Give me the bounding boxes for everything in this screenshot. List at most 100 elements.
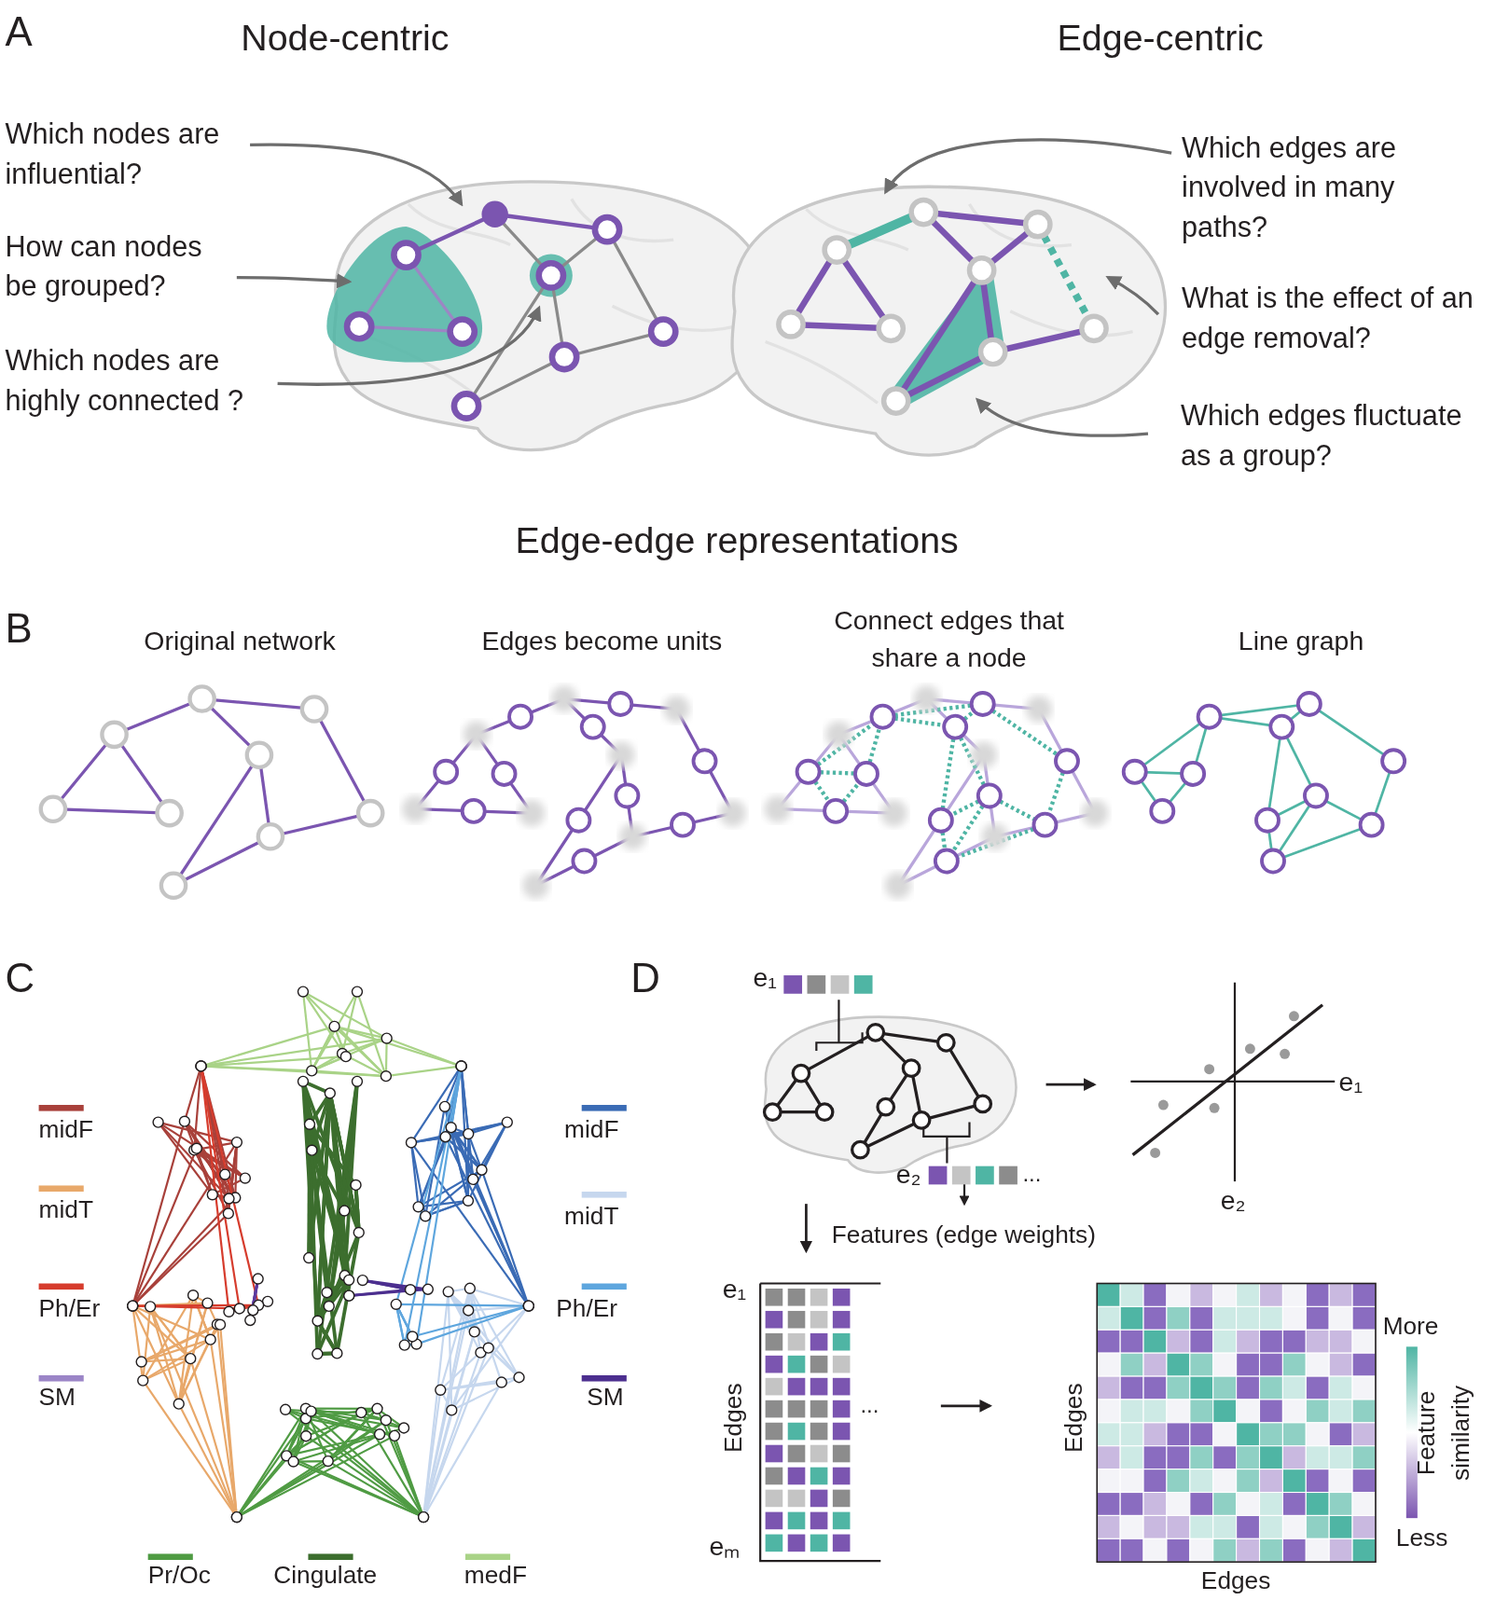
node [501, 1117, 513, 1128]
label: Which nodes are influential? [4, 114, 250, 195]
matrix-cell [1190, 1469, 1214, 1494]
feature-network [764, 999, 992, 1205]
node [418, 1512, 430, 1523]
node [301, 1431, 312, 1442]
matrix-cell [1213, 1399, 1237, 1424]
stroke [445, 1136, 529, 1306]
node [220, 1169, 231, 1180]
matrix-cell [1213, 1284, 1237, 1308]
node [551, 685, 578, 712]
node [222, 1208, 234, 1219]
matrix-frame [1096, 1284, 1376, 1564]
node [280, 1404, 291, 1415]
matrix-cell [1282, 1284, 1306, 1308]
feature-cell [810, 1423, 829, 1441]
node [353, 1227, 364, 1238]
stroke [386, 1065, 462, 1077]
node [380, 1071, 391, 1082]
stroke [285, 1410, 424, 1518]
node [245, 1315, 256, 1327]
stroke [270, 813, 371, 837]
matrix-cell [1213, 1493, 1237, 1517]
matrix-cell [1305, 1446, 1329, 1470]
matrix-cell [1328, 1538, 1353, 1563]
node [513, 1372, 525, 1384]
node [522, 872, 549, 900]
matrix-cell [1328, 1329, 1353, 1354]
stroke [404, 1065, 462, 1345]
stroke [286, 1412, 361, 1456]
matrix-cell [1120, 1493, 1144, 1517]
node [322, 1456, 333, 1468]
label: Edges become units [481, 622, 722, 660]
feature-cell [788, 1423, 806, 1441]
stroke [1038, 708, 1095, 814]
feature-cell [832, 1512, 851, 1531]
matrix-cell [1259, 1284, 1284, 1308]
label: e₂ [896, 1156, 922, 1194]
label: Node-centric [240, 12, 449, 64]
node [215, 1319, 226, 1330]
stroke [201, 1065, 313, 1071]
matrix-cell [1166, 1538, 1191, 1563]
matrix-cell [1120, 1376, 1144, 1400]
stroke [898, 836, 996, 886]
label: Which edges fluctuate as a group? [1180, 396, 1493, 477]
brain-network [127, 986, 534, 1523]
label: What is the effect of an edge removal? [1181, 278, 1483, 360]
matrix-cell [1166, 1284, 1191, 1308]
matrix-cell [1259, 1423, 1284, 1447]
matrix-cell [1282, 1306, 1306, 1330]
matrix-cell [1282, 1515, 1306, 1539]
node [1382, 749, 1405, 773]
matrix-cell [1143, 1306, 1167, 1330]
node [136, 1356, 147, 1368]
matrix-cell [1096, 1399, 1121, 1424]
node [205, 1334, 216, 1345]
feature-cell [810, 1400, 829, 1419]
feature-cell [788, 1311, 806, 1329]
matrix-cell [1120, 1399, 1144, 1424]
node [463, 1129, 474, 1140]
label: e₂ [1220, 1181, 1246, 1219]
matrix-cell [1259, 1515, 1284, 1539]
matrix-cell [1305, 1469, 1329, 1494]
stroke [150, 1306, 191, 1359]
node [195, 1061, 207, 1072]
matrix-cell [1213, 1515, 1237, 1539]
node [223, 1306, 235, 1317]
feature-matrix [760, 1284, 881, 1563]
node [372, 1403, 383, 1414]
stroke [444, 1107, 529, 1307]
node [223, 1193, 235, 1205]
label: B [4, 599, 32, 657]
stroke [114, 734, 170, 814]
stroke [334, 1026, 462, 1067]
matrix-cell [1190, 1446, 1214, 1470]
matrix-cell [1120, 1353, 1144, 1377]
stroke [415, 734, 477, 810]
feature-cell [832, 1400, 851, 1419]
node [202, 1298, 213, 1309]
matrix-cell [1352, 1538, 1376, 1563]
node [351, 986, 362, 997]
node [456, 1061, 467, 1072]
feature-cell [765, 1378, 784, 1397]
matrix-cell [1236, 1423, 1260, 1447]
node [871, 705, 894, 729]
node [509, 705, 532, 729]
matrix-cell [1305, 1353, 1329, 1377]
label: Edges [1201, 1563, 1271, 1598]
stroke [470, 1288, 529, 1307]
stroke [360, 1412, 424, 1518]
node [797, 761, 820, 784]
node [374, 1429, 386, 1440]
node [523, 1301, 534, 1312]
node [195, 1061, 207, 1072]
label: Which edges are involved in many paths? [1181, 127, 1427, 249]
feature-cell [765, 1490, 784, 1509]
node [312, 1315, 323, 1327]
stroke [676, 708, 733, 814]
matrix-cell [1096, 1306, 1121, 1330]
